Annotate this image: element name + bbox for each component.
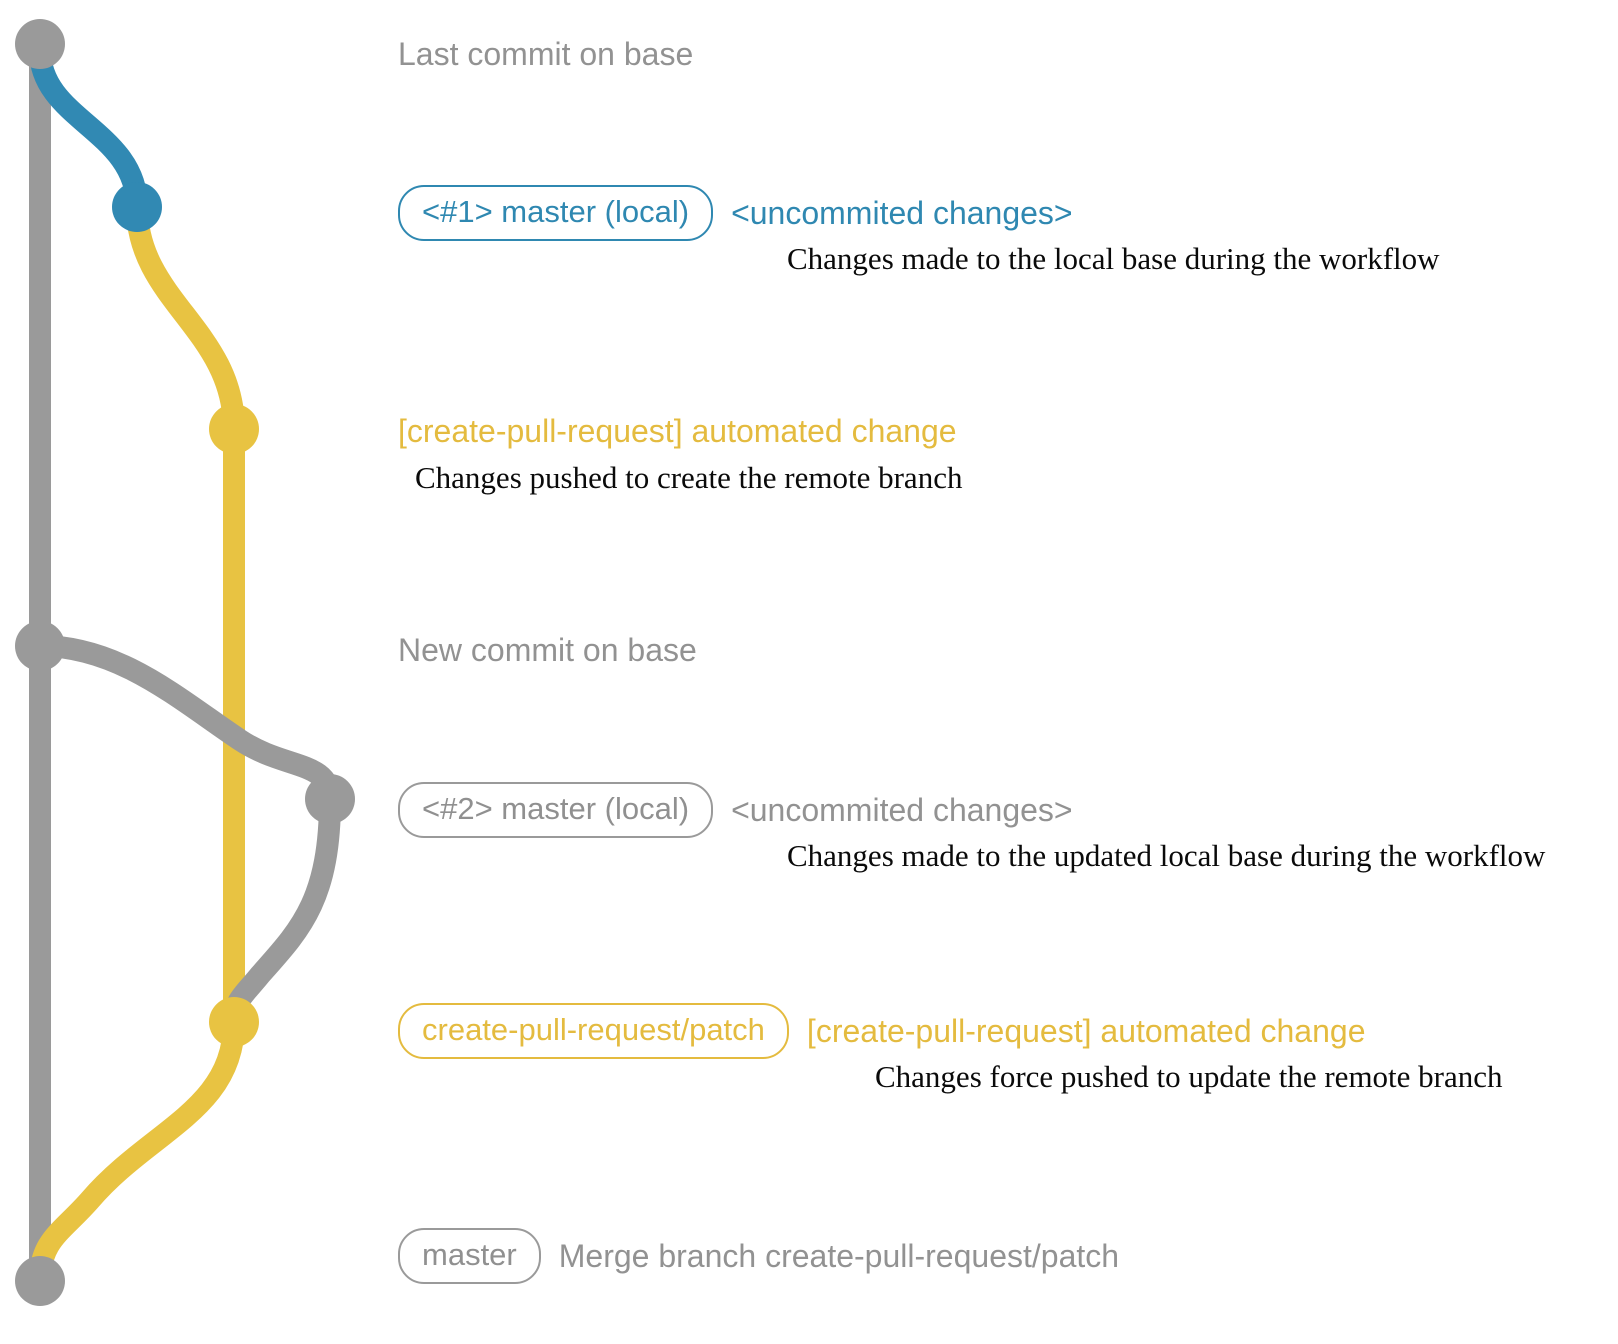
- branch-badge-master-local-2[interactable]: <#2> master (local): [398, 782, 714, 838]
- commit-row-automated-change-2: create-pull-request/patch [create-pull-r…: [398, 1003, 1365, 1059]
- branch-badge-master[interactable]: master: [398, 1228, 541, 1284]
- commit-description-master-local-1: Changes made to the local base during th…: [787, 241, 1440, 276]
- graph-nodes: [15, 19, 355, 1306]
- edge-local1-to-patch1: [126, 196, 245, 440]
- node-master-local-2: [305, 774, 355, 824]
- commit-description-master-local-2: Changes made to the updated local base d…: [787, 838, 1546, 873]
- node-merge-commit: [15, 1256, 65, 1306]
- branch-badge-master-local-1[interactable]: <#1> master (local): [398, 185, 714, 241]
- commit-subject-new-commit-on-base: New commit on base: [398, 632, 697, 668]
- commit-subject-master-local-1: <uncommited changes>: [731, 195, 1073, 231]
- branch-badge-create-pull-request-patch[interactable]: create-pull-request/patch: [398, 1003, 789, 1059]
- commit-row-master-local-1: <#1> master (local) <uncommited changes>: [398, 185, 1073, 241]
- commit-row-merge-commit: master Merge branch create-pull-request/…: [398, 1228, 1119, 1284]
- commit-subject-merge-commit: Merge branch create-pull-request/patch: [558, 1238, 1120, 1274]
- node-new-commit-on-base: [15, 621, 65, 671]
- edge-base2-to-local2: [29, 635, 341, 810]
- commit-row-master-local-2: <#2> master (local) <uncommited changes>: [398, 782, 1073, 838]
- node-automated-change-1: [209, 404, 259, 454]
- commit-subject-automated-change-1: [create-pull-request] automated change: [398, 413, 957, 449]
- edge-base-to-local1: [29, 39, 148, 218]
- commit-description-automated-change-2: Changes force pushed to update the remot…: [875, 1059, 1503, 1094]
- commit-subject-master-local-2: <uncommited changes>: [731, 792, 1073, 828]
- commit-subject-last-commit-on-base: Last commit on base: [398, 36, 694, 72]
- node-master-local-1: [112, 182, 162, 232]
- commit-subject-automated-change-2: [create-pull-request] automated change: [806, 1013, 1366, 1049]
- commit-description-automated-change-1: Changes pushed to create the remote bran…: [415, 460, 963, 495]
- node-create-pull-request-patch: [209, 997, 259, 1047]
- edge-patch2-to-merge: [29, 1011, 245, 1292]
- node-last-commit-on-base: [15, 19, 65, 69]
